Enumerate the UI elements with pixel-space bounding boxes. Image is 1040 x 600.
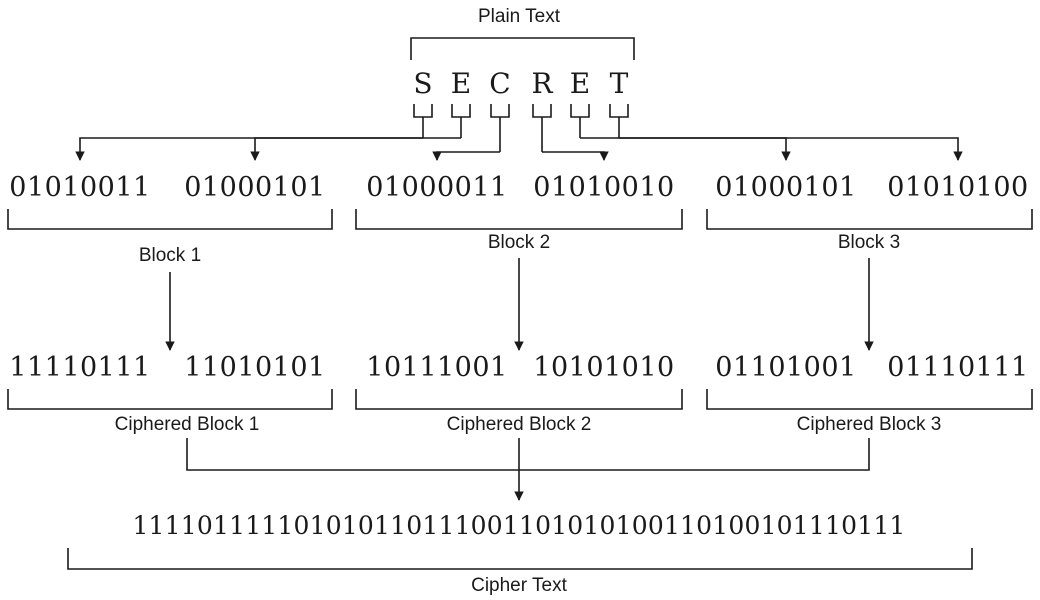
ciphered-binary-4: 01101001 <box>715 352 856 383</box>
letter-connector-3 <box>532 104 552 152</box>
plain-letter-0: S <box>413 67 432 100</box>
route-letter-3-to-binary-3 <box>542 151 609 161</box>
letter-connector-4 <box>570 104 590 138</box>
route-letter-1-to-binary-1 <box>250 137 461 161</box>
block-bracket-1 <box>7 209 333 230</box>
ciphered-binary-1: 11010101 <box>184 352 325 383</box>
ciphered-block-label-1: Ciphered Block 1 <box>115 414 260 435</box>
ciphered-binary-5: 01110111 <box>887 352 1028 383</box>
plain-letter-3: R <box>531 67 553 100</box>
ciphered-block-bracket-3 <box>706 389 1033 410</box>
cipher-merge-rail <box>186 438 870 471</box>
letter-connector-1 <box>451 104 471 138</box>
ciphered-block-bracket-2 <box>355 389 683 410</box>
plain-letter-4: E <box>570 67 590 100</box>
plain-binary-0: 01010011 <box>9 172 150 203</box>
route-letter-5-to-binary-5 <box>619 137 963 161</box>
ciphered-binary-0: 11110111 <box>9 352 150 383</box>
block-bracket-3 <box>706 209 1033 230</box>
ciphered-binary-3: 10101010 <box>533 352 674 383</box>
letter-connector-5 <box>609 104 629 138</box>
route-letter-2-to-binary-2 <box>432 151 500 161</box>
plain-letter-5: T <box>610 67 629 100</box>
ciphered-block-label-3: Ciphered Block 3 <box>797 414 942 435</box>
ciphered-binary-2: 10111001 <box>366 352 507 383</box>
block-bracket-2 <box>355 209 683 230</box>
plain-letter-1: E <box>451 67 471 100</box>
plain-binary-1: 01000101 <box>184 172 325 203</box>
route-letter-4-to-binary-4 <box>580 137 791 161</box>
letter-connector-0 <box>413 104 433 138</box>
block-label-2: Block 2 <box>488 232 550 253</box>
plain-binary-5: 01010100 <box>887 172 1028 203</box>
ciphered-block-bracket-1 <box>7 389 333 410</box>
plain-text-bracket <box>410 37 635 60</box>
plain-letter-2: C <box>489 67 510 100</box>
plain-binary-2: 01000011 <box>366 172 507 203</box>
block-label-3: Block 3 <box>838 232 900 253</box>
letter-connector-2 <box>490 104 510 152</box>
plain-text-title: Plain Text <box>478 6 561 27</box>
block-label-1: Block 1 <box>139 245 201 266</box>
plain-binary-3: 01010010 <box>533 172 674 203</box>
plain-binary-4: 01000101 <box>715 172 856 203</box>
ciphered-block-label-2: Ciphered Block 2 <box>447 414 592 435</box>
route-letter-0-to-binary-0 <box>75 137 423 161</box>
cipher-text-title: Cipher Text <box>471 575 567 596</box>
cipher-text-stream: 1111011111010101101110011010101001101001… <box>132 511 905 540</box>
cipher-text-bracket <box>67 548 973 570</box>
